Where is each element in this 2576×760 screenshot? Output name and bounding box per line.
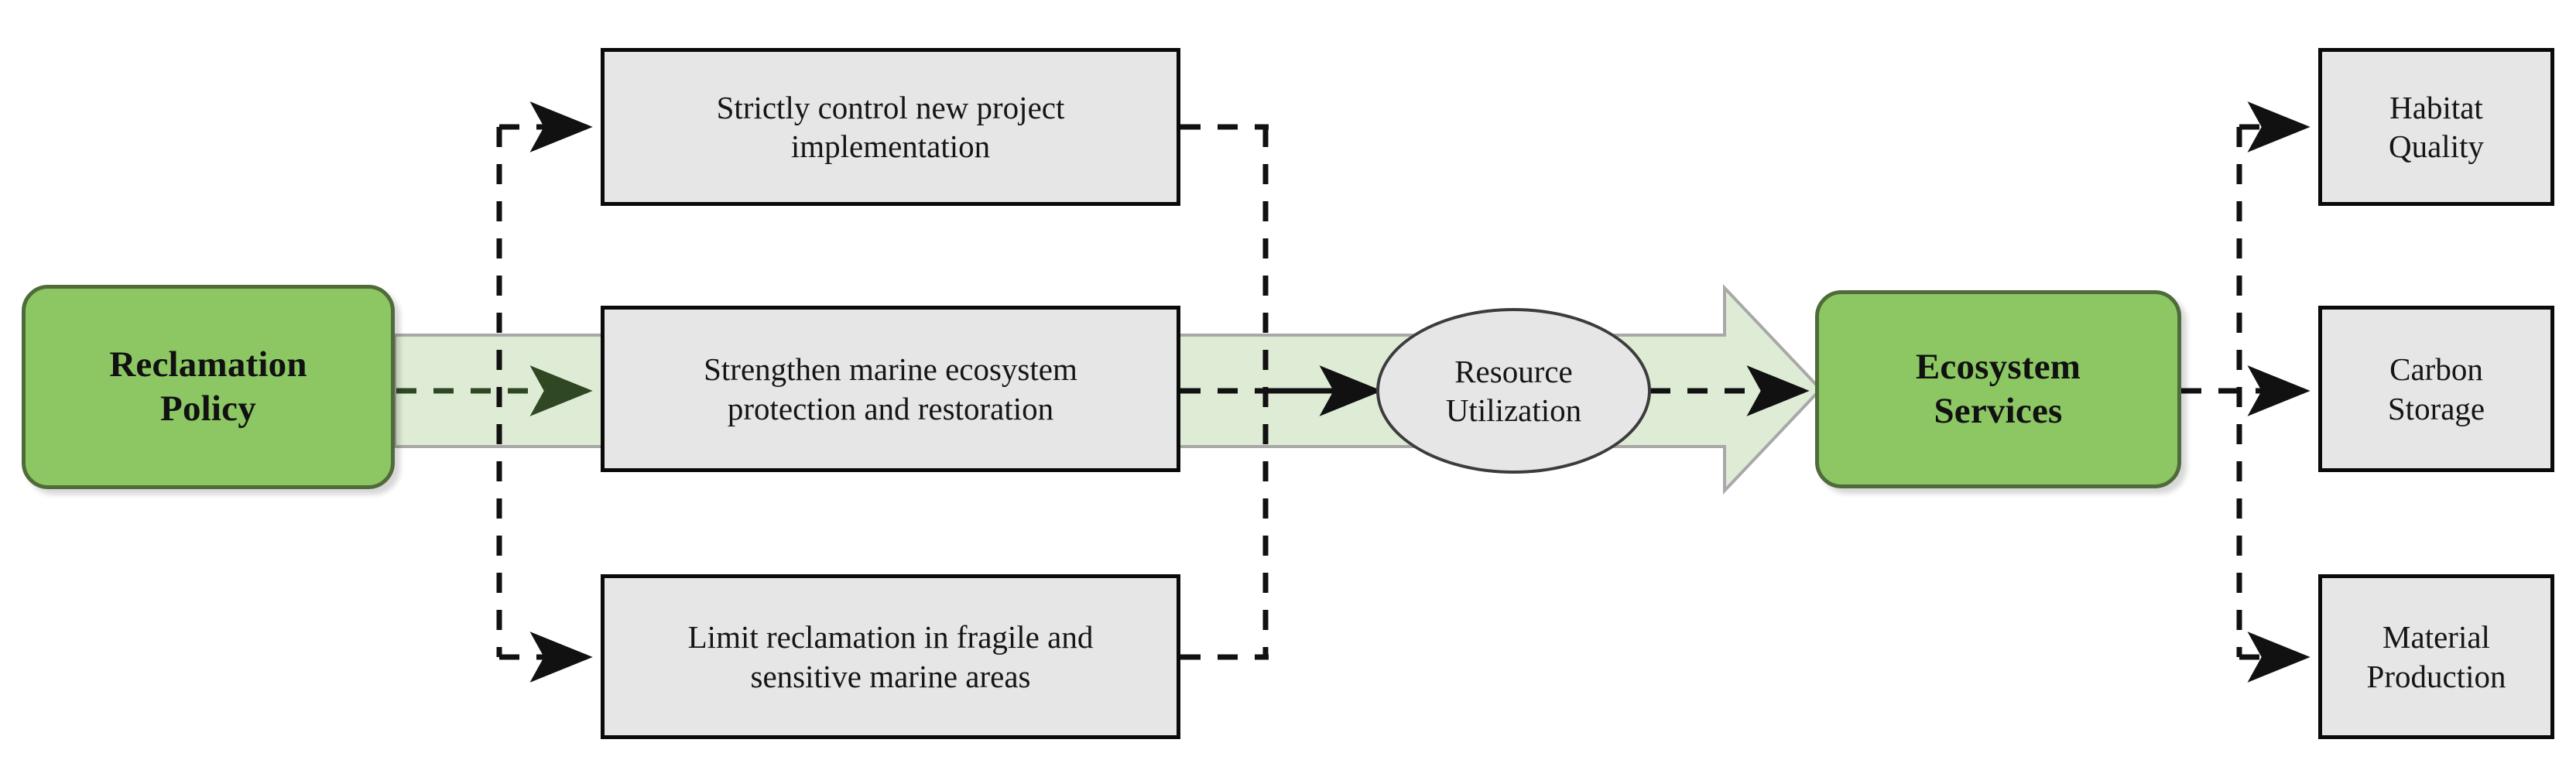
connector-ecosystem-branch	[2181, 101, 2311, 683]
node-reclamation-policy[interactable]: Reclamation Policy	[22, 285, 395, 489]
node-habitat-quality-label: Habitat Quality	[2389, 89, 2484, 164]
node-material-production-label: Material Production	[2366, 619, 2506, 694]
node-strictly-control-new-project-implementation-label: Strictly control new project implementat…	[716, 89, 1065, 164]
node-strengthen-marine-ecosystem-protection-and-restoration[interactable]: Strengthen marine ecosystem protection a…	[601, 306, 1180, 472]
node-reclamation-policy-label: Reclamation Policy	[109, 344, 307, 429]
node-ecosystem-services-label: Ecosystem Services	[1915, 346, 2081, 431]
node-material-production[interactable]: Material Production	[2318, 574, 2554, 739]
node-habitat-quality[interactable]: Habitat Quality	[2318, 48, 2554, 206]
connector-measures-merge	[1180, 124, 1269, 660]
node-strengthen-marine-ecosystem-protection-and-restoration-label: Strengthen marine ecosystem protection a…	[704, 351, 1077, 426]
node-limit-reclamation-in-fragile-and-sensitive-marine-areas-label: Limit reclamation in fragile and sensiti…	[687, 619, 1094, 694]
node-carbon-storage-label: Carbon Storage	[2387, 351, 2485, 426]
node-ecosystem-services[interactable]: Ecosystem Services	[1815, 290, 2181, 488]
node-strictly-control-new-project-implementation[interactable]: Strictly control new project implementat…	[601, 48, 1180, 206]
node-resource-utilization[interactable]: Resource Utilization	[1376, 308, 1651, 474]
connector-policy-branch	[496, 101, 593, 683]
node-resource-utilization-label: Resource Utilization	[1445, 353, 1582, 428]
node-carbon-storage[interactable]: Carbon Storage	[2318, 306, 2554, 472]
node-limit-reclamation-in-fragile-and-sensitive-marine-areas[interactable]: Limit reclamation in fragile and sensiti…	[601, 574, 1180, 739]
